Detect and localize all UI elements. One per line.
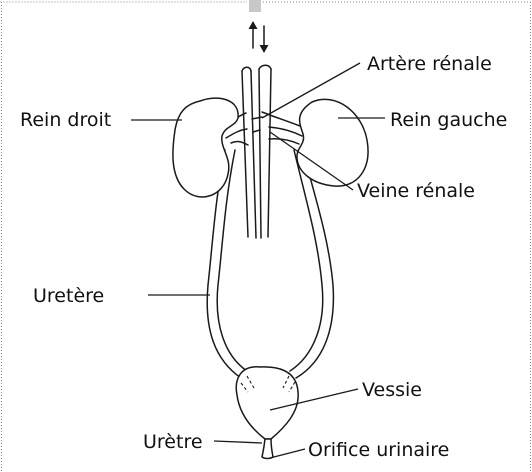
leader-uretre: [214, 441, 262, 443]
vena-cava: [259, 65, 271, 238]
label-uretere: Uretère: [33, 285, 104, 307]
label-orifice-urinaire: Orifice urinaire: [308, 439, 449, 461]
label-artere-renale: Artère rénale: [367, 53, 492, 75]
right-kidney: [173, 98, 238, 197]
urethra: [262, 439, 273, 459]
flow-arrows: [249, 21, 269, 53]
arrow-down-icon: [260, 26, 269, 53]
label-uretre: Urètre: [143, 431, 203, 453]
left-kidney: [297, 99, 368, 186]
leader-orifice: [270, 449, 305, 458]
aorta: [242, 67, 256, 238]
label-rein-gauche: Rein gauche: [390, 109, 507, 131]
bladder: [236, 367, 298, 439]
label-vessie: Vessie: [362, 379, 422, 401]
label-rein-droit: Rein droit: [20, 109, 111, 131]
arrow-up-icon: [249, 21, 258, 48]
label-veine-renale: Veine rénale: [357, 180, 475, 202]
top-tab: [249, 0, 261, 12]
